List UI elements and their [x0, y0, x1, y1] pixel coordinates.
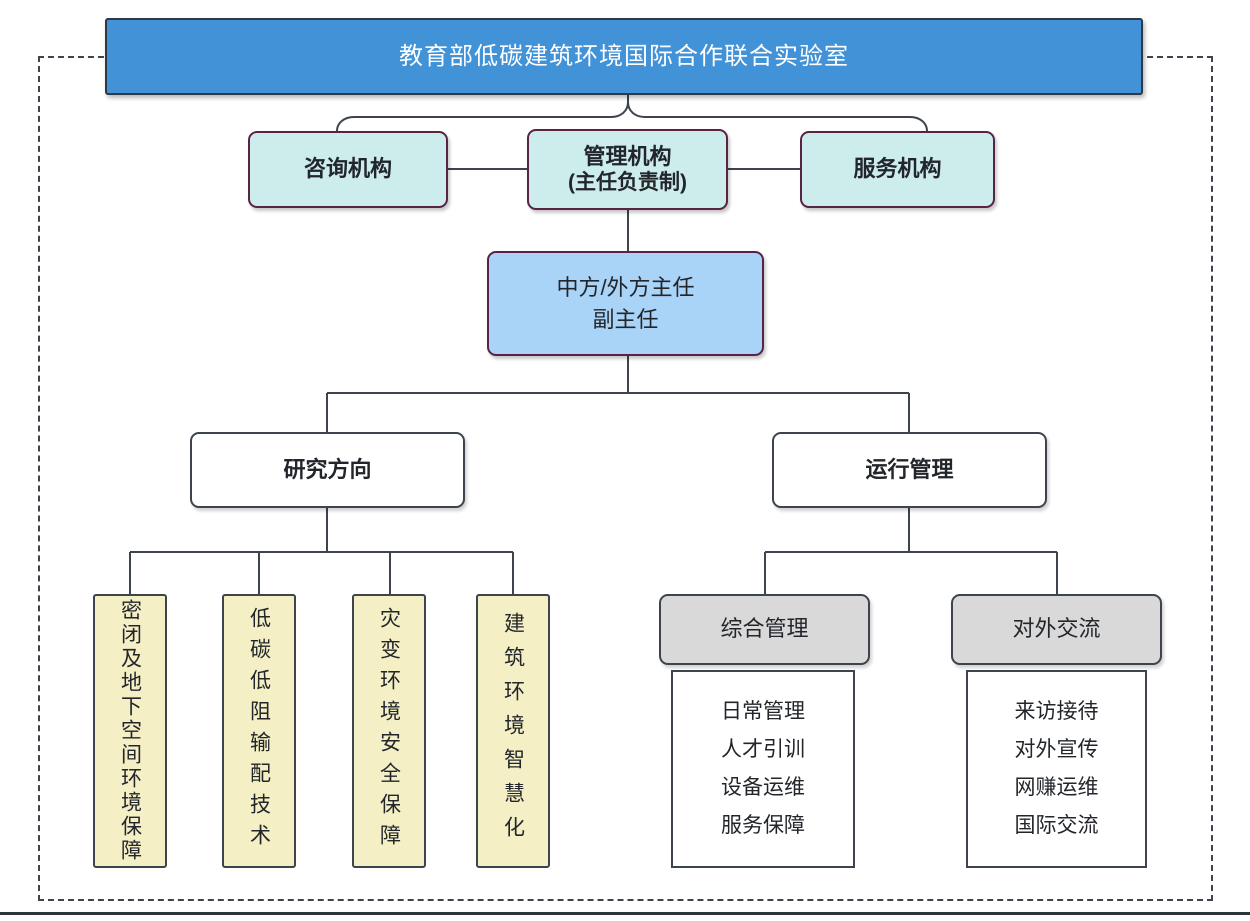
research-item-confined-space-box: 密闭及地下空间环境保障 [93, 594, 167, 868]
external-exchange-box: 对外交流 [951, 594, 1162, 665]
service-body-label: 服务机构 [853, 156, 942, 182]
management-body-box: 管理机构 (主任负责制) [527, 129, 728, 210]
external-exchange-label: 对外交流 [1012, 616, 1101, 642]
general-management-box: 综合管理 [659, 594, 870, 665]
bracket-banner-to-level2 [336, 95, 928, 132]
list-item: 来访接待 [1014, 700, 1099, 723]
link-director-split [326, 356, 910, 432]
research-item-smart-building-box: 建筑环境智慧化 [476, 594, 550, 868]
research-item-smart-building-label: 建筑环境智慧化 [501, 612, 525, 850]
operation-management-box: 运行管理 [772, 432, 1047, 508]
management-body-sublabel: (主任负责制) [568, 171, 687, 195]
research-item-low-carbon-distribution-label: 低碳低阻输配技术 [247, 607, 271, 855]
consulting-body-box: 咨询机构 [248, 131, 448, 208]
list-item: 国际交流 [1014, 814, 1099, 837]
external-exchange-items-box: 来访接待 对外宣传 网赚运维 国际交流 [966, 670, 1147, 868]
consulting-body-label: 咨询机构 [303, 156, 392, 182]
lab-title-text: 教育部低碳建筑环境国际合作联合实验室 [399, 42, 849, 70]
research-direction-box: 研究方向 [190, 432, 465, 508]
list-item: 日常管理 [721, 700, 805, 723]
research-direction-label: 研究方向 [283, 456, 372, 482]
list-item: 网赚运维 [1014, 776, 1099, 799]
list-item: 人才引训 [721, 738, 805, 761]
link-research-branch [129, 508, 514, 594]
operation-management-label: 运行管理 [865, 456, 954, 482]
link-operation-branch [764, 508, 1058, 594]
director-line2: 副主任 [592, 306, 659, 332]
research-item-disaster-safety-label: 灾变环境安全保障 [377, 607, 401, 855]
list-item: 设备运维 [721, 776, 805, 799]
research-item-disaster-safety-box: 灾变环境安全保障 [352, 594, 426, 868]
director-line1: 中方/外方主任 [556, 274, 695, 300]
list-item: 服务保障 [721, 814, 805, 837]
general-management-label: 综合管理 [720, 616, 809, 642]
research-item-low-carbon-distribution-box: 低碳低阻输配技术 [222, 594, 296, 868]
director-box: 中方/外方主任 副主任 [487, 251, 764, 356]
service-body-box: 服务机构 [800, 131, 995, 208]
bottom-window-edge [0, 912, 1250, 915]
lab-title-banner: 教育部低碳建筑环境国际合作联合实验室 [105, 18, 1143, 95]
general-management-items-box: 日常管理 人才引训 设备运维 服务保障 [671, 670, 855, 868]
research-item-confined-space-label: 密闭及地下空间环境保障 [118, 599, 142, 863]
management-body-label: 管理机构 [583, 143, 672, 169]
list-item: 对外宣传 [1014, 738, 1099, 761]
